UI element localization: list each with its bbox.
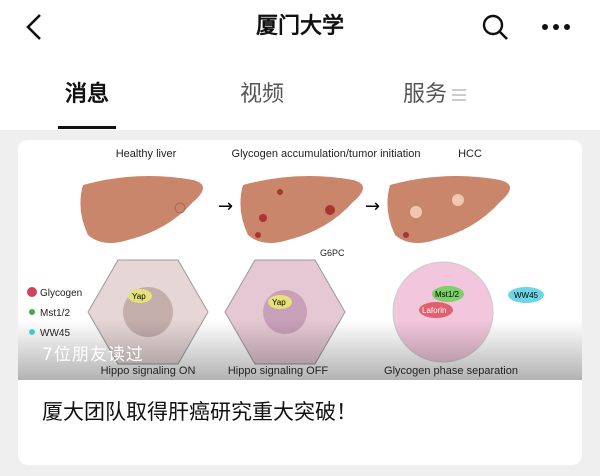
arrow-icon: → (365, 196, 380, 217)
page-title: 厦门大学 (255, 14, 344, 39)
tab-videos[interactable]: 视频 (240, 82, 285, 107)
tab-messages[interactable]: 消息 (65, 82, 110, 107)
figure-label: Hippo signaling ON (101, 365, 196, 377)
figure-label: Yap (272, 298, 286, 307)
article-cover-figure[interactable]: → → Healthy liver Glycogen accumulation/… (18, 140, 582, 380)
figure-label: Yap (132, 292, 146, 301)
liver-accumulation (240, 176, 363, 244)
top-bar: 厦门大学 消息 视频 服务 (0, 0, 600, 130)
article-title[interactable]: 厦大团队取得肝癌研究重大突破！ (42, 400, 357, 424)
chevron-left-icon[interactable] (20, 10, 50, 44)
figure-label: Laforin (422, 306, 446, 315)
legend-item: Glycogen (40, 288, 82, 299)
arrow-icon: → (218, 196, 233, 217)
menu-icon[interactable] (452, 88, 466, 102)
legend-item: WW45 (40, 328, 70, 339)
friends-read-count: 7位朋友读过 (42, 345, 144, 365)
figure-label: Healthy liver (116, 148, 177, 160)
tab-services[interactable]: 服务 (403, 82, 448, 107)
more-dots-icon[interactable] (540, 14, 572, 40)
liver-healthy (80, 176, 203, 244)
figure-label: Hippo signaling OFF (228, 365, 329, 377)
figure-label: Mst1/2 (435, 290, 460, 299)
active-tab-indicator (58, 126, 116, 129)
figure-label: WW45 (514, 291, 539, 300)
liver-hcc (387, 176, 510, 244)
figure-label: G6PC (320, 248, 345, 258)
bottom-shade (18, 320, 582, 380)
legend-item: Mst1/2 (40, 308, 70, 319)
search-icon[interactable] (480, 12, 510, 42)
figure-label: Glycogen phase separation (384, 365, 518, 377)
article-card[interactable]: → → Healthy liver Glycogen accumulation/… (18, 140, 582, 465)
figure-label: HCC (458, 148, 482, 160)
figure-label: Glycogen accumulation/tumor initiation (232, 148, 421, 160)
